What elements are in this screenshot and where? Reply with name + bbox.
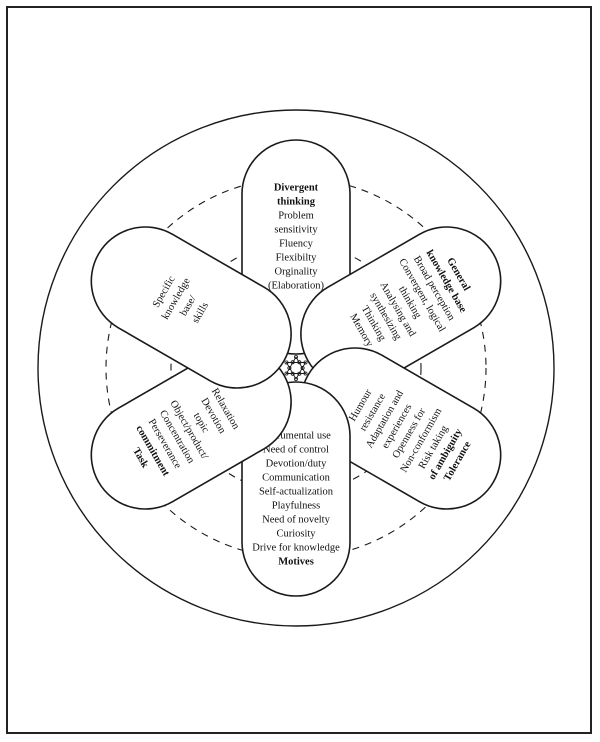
petal-line: Problem	[278, 210, 314, 221]
petal-shape	[300, 347, 502, 510]
petal-line: Need of control	[263, 444, 329, 455]
petal-line: Playfulness	[272, 500, 320, 511]
petal-line: Motives	[278, 556, 314, 567]
petal-line: thinking	[277, 196, 316, 207]
petal-line: Devotion/duty	[266, 458, 327, 469]
petal-line: Orginality	[275, 266, 319, 277]
petal-line: Communication	[262, 472, 330, 483]
petal-line: Need of novelty	[262, 514, 330, 525]
petal-line: (Elaboration)	[268, 280, 324, 291]
star-triangle	[285, 356, 307, 374]
petal-line: Divergent	[274, 182, 319, 193]
petal-line: Curiosity	[276, 528, 316, 539]
figure-frame	[6, 6, 592, 734]
star-triangle	[285, 362, 307, 380]
petal-line: Drive for knowledge	[252, 542, 340, 553]
outer-circle	[37, 109, 555, 627]
petal-line: sensitivity	[274, 224, 318, 235]
petal-line: Fluency	[279, 238, 314, 249]
dashed-ring-outer	[105, 177, 487, 559]
petal-line: Self-actualization	[259, 486, 334, 497]
petal-line: Instrumental use	[261, 430, 331, 441]
petal-shape	[90, 226, 292, 389]
center-star	[284, 354, 308, 381]
petal-line: Flexibilty	[276, 252, 318, 263]
